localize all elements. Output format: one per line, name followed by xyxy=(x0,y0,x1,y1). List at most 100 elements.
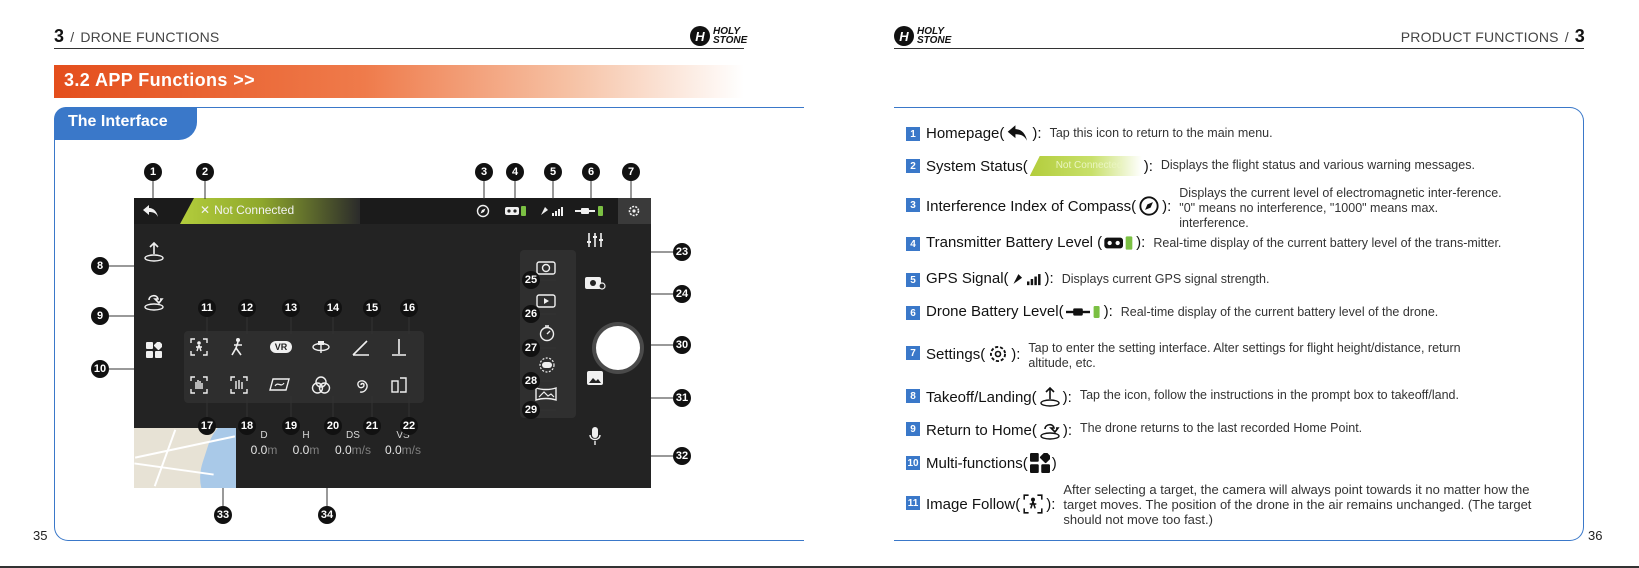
multi-function-panel xyxy=(184,331,424,403)
function-item-8: 8 Takeoff/Landing( ): Tap the icon, foll… xyxy=(906,386,1459,408)
section-label: PRODUCT FUNCTIONS xyxy=(1400,28,1559,45)
compass-icon xyxy=(475,203,491,219)
callout-20: 20 xyxy=(324,417,342,435)
shutter-button xyxy=(596,326,640,370)
item-title-text: GPS Signal( xyxy=(926,270,1009,287)
timer-photo-icon xyxy=(536,323,558,343)
item-title: Multi-functions( ) xyxy=(926,453,1057,473)
item-description: Real-time display of the current battery… xyxy=(1153,236,1502,250)
callout-5: 5 xyxy=(544,163,562,181)
gps-signal-icon xyxy=(538,203,566,219)
callout-7: 7 xyxy=(622,163,640,181)
image-follow-icon xyxy=(1022,493,1044,515)
right-page-header: PRODUCT FUNCTIONS / 3 xyxy=(1401,26,1585,47)
item-title-text: Multi-functions( xyxy=(926,454,1028,472)
item-title: Image Follow( ): xyxy=(926,493,1055,515)
telemetry-horizontal-speed: DS 0.0m/s xyxy=(328,430,378,457)
telemetry-unit: m/s xyxy=(401,443,422,457)
item-title-end: ): xyxy=(1044,270,1054,287)
compass-icon xyxy=(1138,195,1160,217)
voice-control-icon xyxy=(584,424,606,448)
gesture-photo-icon xyxy=(188,374,210,396)
callout-19: 19 xyxy=(282,417,300,435)
item-title: Homepage( ): xyxy=(926,124,1042,142)
callout-21: 21 xyxy=(363,417,381,435)
item-description: Tap to enter the setting interface. Alte… xyxy=(1028,341,1461,370)
trajectory-flight-icon xyxy=(267,374,293,396)
callout-3: 3 xyxy=(475,163,493,181)
split-screen-icon xyxy=(388,374,410,396)
item-description: Tap the icon, follow the instructions in… xyxy=(1079,388,1459,402)
item-description: Tap this icon to return to the main menu… xyxy=(1049,126,1273,140)
logo-mark-icon: H xyxy=(690,26,710,46)
item-title-text: System Status( xyxy=(926,157,1028,175)
callout-1: 1 xyxy=(144,163,162,181)
callout-34: 34 xyxy=(318,506,336,524)
item-number: 2 xyxy=(906,159,920,173)
item-title-end: ): xyxy=(1143,157,1153,175)
bottom-rule xyxy=(0,566,1639,568)
transmitter-battery-icon xyxy=(1104,235,1134,251)
callout-14: 14 xyxy=(324,299,342,317)
return-to-home-icon xyxy=(142,289,166,313)
function-item-3: 3 Interference Index of Compass( ): Disp… xyxy=(906,184,1509,231)
callout-22: 22 xyxy=(400,417,418,435)
item-title: GPS Signal( ): xyxy=(926,270,1054,287)
item-title: Return to Home( ): xyxy=(926,419,1072,441)
callout-30: 30 xyxy=(673,336,691,354)
item-description: The drone returns to the last recorded H… xyxy=(1080,421,1363,435)
drone-status-icon: ✕ xyxy=(200,203,211,217)
settings-gear-icon xyxy=(624,203,644,219)
left-page-header: 3 / DRONE FUNCTIONS xyxy=(54,26,219,47)
telemetry-label: H xyxy=(302,430,310,441)
holy-stone-logo: H HOLY STONE xyxy=(690,26,747,46)
item-number: 6 xyxy=(906,306,920,320)
callout-18: 18 xyxy=(238,417,256,435)
vr-label: VR xyxy=(269,341,293,353)
item-title-text: Image Follow( xyxy=(926,495,1021,513)
function-item-6: 6 Drone Battery Level( ): Real-time disp… xyxy=(906,303,1438,320)
gesture-follow-icon xyxy=(228,336,250,358)
item-title: Transmitter Battery Level ( ): xyxy=(926,234,1145,251)
image-follow-icon xyxy=(188,336,210,358)
item-number: 10 xyxy=(906,456,920,470)
telemetry-number: 0.0 xyxy=(334,443,352,457)
telemetry-number: 0.0 xyxy=(292,443,310,457)
item-number: 8 xyxy=(906,389,920,403)
function-item-5: 5 GPS Signal( ): Displays current GPS si… xyxy=(906,270,1269,287)
callout-24: 24 xyxy=(673,285,691,303)
drone-battery-icon xyxy=(574,203,606,219)
logo-text: HOLY STONE xyxy=(917,26,952,46)
item-description: After selecting a target, the camera wil… xyxy=(1063,482,1532,527)
callout-27: 27 xyxy=(522,339,540,357)
item-title-end: ): xyxy=(1011,345,1021,363)
function-item-4: 4 Transmitter Battery Level ( ): Real-ti… xyxy=(906,234,1533,251)
filter-icon xyxy=(310,374,332,396)
telemetry-height: H 0.0m xyxy=(286,430,326,457)
telemetry-value: 0.0m/s xyxy=(378,443,428,457)
item-number: 9 xyxy=(906,422,920,436)
telemetry-number: 0.0 xyxy=(384,443,402,457)
item-title: Settings( ): xyxy=(926,343,1020,365)
callout-15: 15 xyxy=(363,299,381,317)
item-title: System Status( Not Connected ): xyxy=(926,156,1153,176)
parameter-adjust-icon xyxy=(584,230,606,250)
item-title-text: Settings( xyxy=(926,345,986,363)
video-mode-icon xyxy=(534,290,558,310)
callout-31: 31 xyxy=(673,389,691,407)
left-header-rule xyxy=(54,48,744,49)
telemetry-value: 0.0m xyxy=(286,443,326,457)
settings-gear-icon xyxy=(987,343,1009,365)
vr-mode-icon: VR xyxy=(267,336,295,358)
section-title-bar: 3.2 APP Functions >> xyxy=(54,65,744,98)
item-title: Interference Index of Compass( ): xyxy=(926,195,1171,217)
item-description: Displays the current level of electromag… xyxy=(1179,186,1502,230)
item-title-end: ): xyxy=(1062,388,1072,406)
function-item-11: 11 Image Follow( ): After selecting a ta… xyxy=(906,480,1533,527)
callout-12: 12 xyxy=(238,299,256,317)
right-header-rule xyxy=(894,48,1584,49)
callout-33: 33 xyxy=(214,506,232,524)
callout-32: 32 xyxy=(673,447,691,465)
return-to-home-icon xyxy=(1039,419,1061,441)
left-page-number: 35 xyxy=(33,528,48,543)
